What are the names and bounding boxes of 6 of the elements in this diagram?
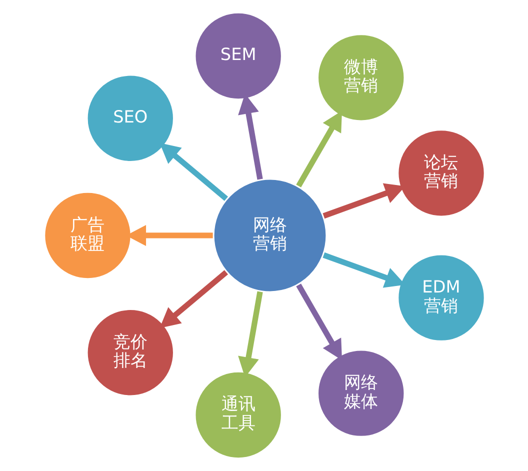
arrow bbox=[296, 110, 342, 188]
arrow bbox=[296, 284, 342, 360]
arrow bbox=[322, 252, 405, 288]
arrow bbox=[159, 270, 228, 328]
arrow bbox=[322, 183, 405, 219]
arrow bbox=[159, 142, 228, 201]
